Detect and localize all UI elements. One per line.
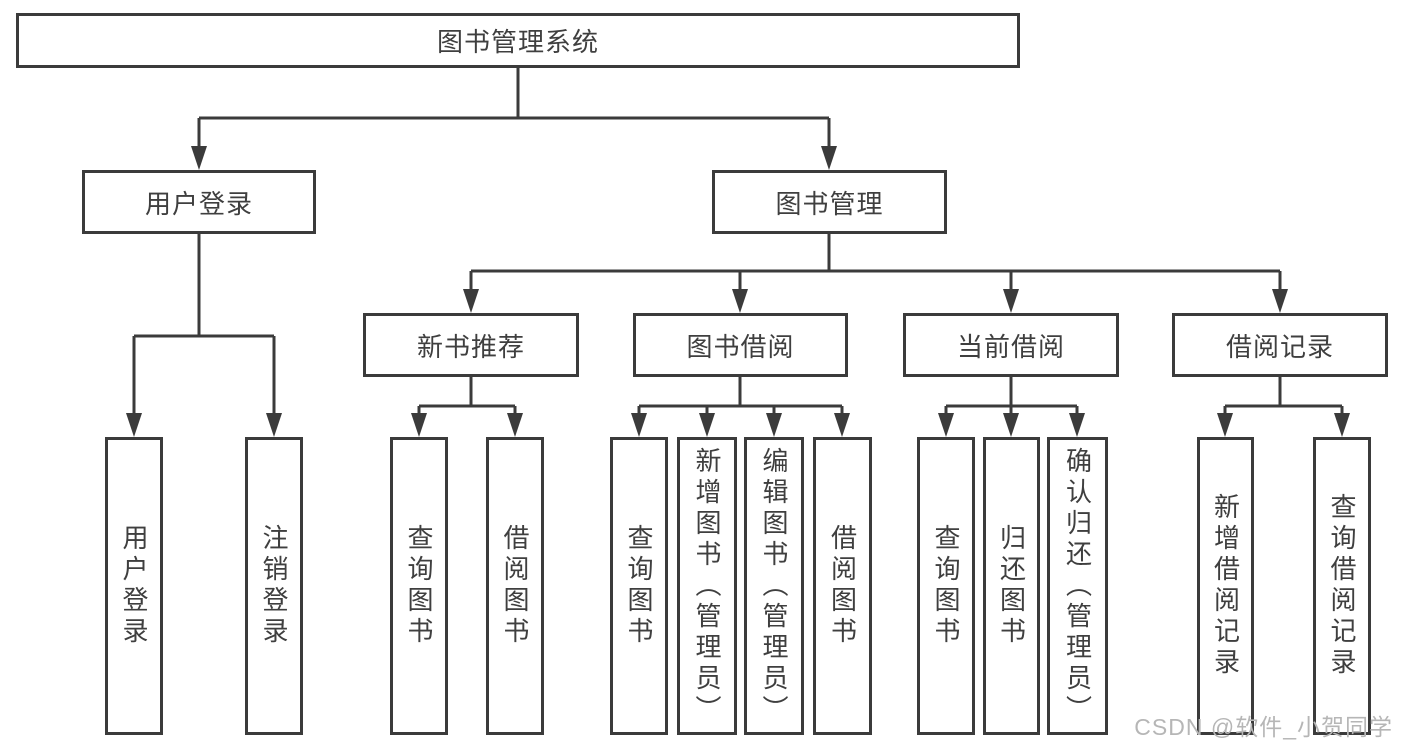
node-book-borrowing: 图书借阅 bbox=[633, 313, 848, 377]
node-library-system: 图书管理系统 bbox=[16, 13, 1020, 68]
leaf-br-add-record: 新增借阅记录 bbox=[1197, 437, 1254, 735]
leaf-bb-add-books-admin: 新增图书（管理员） bbox=[677, 437, 737, 735]
leaf-nb-query-books-label: 查询图书 bbox=[404, 524, 434, 648]
leaf-cb-query-books-label: 查询图书 bbox=[931, 524, 961, 648]
leaf-user-login: 用户登录 bbox=[105, 437, 163, 735]
node-current-borrowing-label: 当前借阅 bbox=[956, 331, 1065, 362]
leaf-bb-edit-books-admin-label: 编辑图书（管理员） bbox=[759, 446, 789, 726]
node-book-borrowing-label: 图书借阅 bbox=[686, 331, 795, 362]
leaf-cb-return-books: 归还图书 bbox=[983, 437, 1040, 735]
node-user-login-label: 用户登录 bbox=[144, 188, 253, 219]
leaf-bb-edit-books-admin: 编辑图书（管理员） bbox=[744, 437, 804, 735]
node-user-login: 用户登录 bbox=[82, 170, 316, 234]
leaf-br-query-record: 查询借阅记录 bbox=[1313, 437, 1371, 735]
node-book-management-label: 图书管理 bbox=[775, 188, 884, 219]
leaf-cb-confirm-return-admin: 确认归还（管理员） bbox=[1047, 437, 1108, 735]
leaf-nb-borrow-books: 借阅图书 bbox=[486, 437, 544, 735]
node-library-system-label: 图书管理系统 bbox=[436, 27, 599, 57]
leaf-logout-label: 注销登录 bbox=[259, 524, 289, 648]
leaf-br-add-record-label: 新增借阅记录 bbox=[1210, 493, 1241, 679]
leaf-user-login-label: 用户登录 bbox=[119, 524, 149, 648]
node-new-book-recommendation-label: 新书推荐 bbox=[416, 331, 525, 362]
leaf-bb-borrow-books: 借阅图书 bbox=[813, 437, 872, 735]
leaf-bb-add-books-admin-label: 新增图书（管理员） bbox=[692, 446, 722, 726]
leaf-bb-query-books: 查询图书 bbox=[610, 437, 668, 735]
leaf-cb-confirm-return-admin-label: 确认归还（管理员） bbox=[1062, 446, 1093, 726]
leaf-logout: 注销登录 bbox=[245, 437, 303, 735]
csdn-watermark: CSDN @软件_小贺同学 bbox=[1134, 714, 1393, 740]
node-borrowing-records: 借阅记录 bbox=[1172, 313, 1388, 377]
leaf-br-query-record-label: 查询借阅记录 bbox=[1327, 493, 1357, 679]
leaf-bb-query-books-label: 查询图书 bbox=[624, 524, 654, 648]
leaf-nb-borrow-books-label: 借阅图书 bbox=[500, 524, 530, 648]
node-current-borrowing: 当前借阅 bbox=[903, 313, 1119, 377]
leaf-cb-query-books: 查询图书 bbox=[917, 437, 975, 735]
leaf-bb-borrow-books-label: 借阅图书 bbox=[827, 524, 858, 648]
node-book-management: 图书管理 bbox=[712, 170, 947, 234]
node-new-book-recommendation: 新书推荐 bbox=[363, 313, 579, 377]
node-borrowing-records-label: 借阅记录 bbox=[1225, 331, 1334, 362]
leaf-cb-return-books-label: 归还图书 bbox=[996, 524, 1027, 648]
leaf-nb-query-books: 查询图书 bbox=[390, 437, 448, 735]
